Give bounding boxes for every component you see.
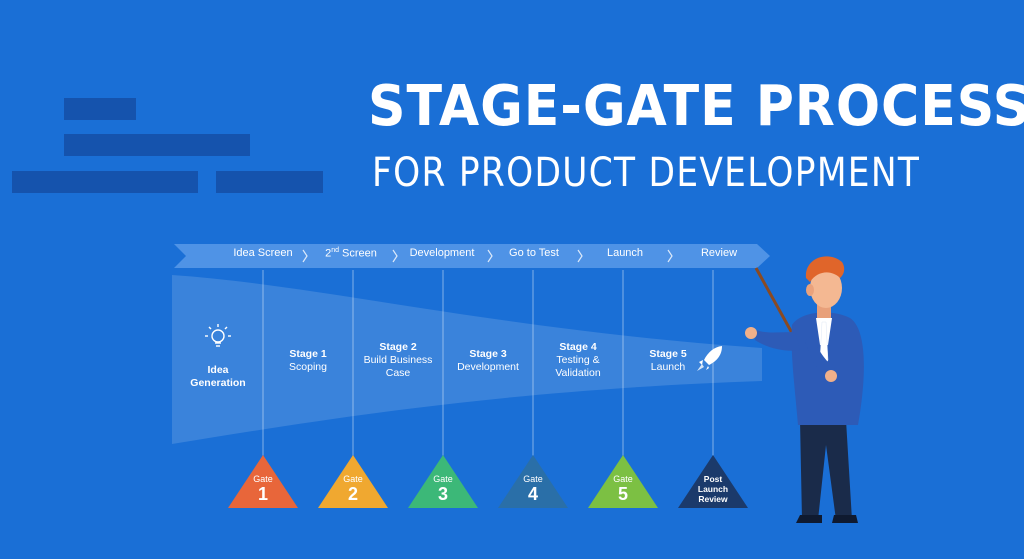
gate-1-word: Gate xyxy=(253,474,273,484)
stage-1: Stage 1 Scoping xyxy=(263,348,353,374)
step-2nd-screen: 2nd Screen xyxy=(306,247,396,260)
stage-2: Stage 2 Build Business Case xyxy=(353,341,443,380)
rocket-icon xyxy=(697,346,722,371)
decorative-bar-4 xyxy=(216,171,323,193)
stage-4-desc-2: Validation xyxy=(555,367,601,379)
gate-label-5: Gate 5 xyxy=(593,474,653,504)
stage-2-title: Stage 2 xyxy=(379,341,417,353)
stage-3-desc: Development xyxy=(457,361,519,373)
step-launch: Launch xyxy=(606,247,644,259)
stage-2-desc-1: Build Business xyxy=(363,354,433,366)
gate-label-4: Gate 4 xyxy=(503,474,563,504)
gate-triangle-review xyxy=(678,455,748,508)
step-review: Review xyxy=(700,247,738,259)
gate-3-number: 3 xyxy=(437,484,448,504)
review-gate-line1: Post xyxy=(703,474,723,484)
gate-triangle-2 xyxy=(318,455,388,508)
gate-triangle-1 xyxy=(228,455,298,508)
gate-label-1: Gate 1 xyxy=(233,474,293,504)
gate-5-number: 5 xyxy=(617,484,628,504)
stage-idea-line1: Idea xyxy=(207,364,229,376)
gate-2-number: 2 xyxy=(347,484,358,504)
gate-lines xyxy=(262,270,714,460)
decorative-bar-3 xyxy=(12,171,198,193)
stage-idea-line2: Generation xyxy=(190,377,246,389)
gate-4-number: 4 xyxy=(527,484,538,504)
stage-1-desc: Scoping xyxy=(289,361,327,373)
stage-5: Stage 5 Launch xyxy=(623,348,713,374)
stage-4: Stage 4 Testing & Validation xyxy=(533,341,623,380)
chevron-right-icon xyxy=(302,249,673,263)
review-gate-line3: Review xyxy=(698,494,728,504)
step-idea-screen: Idea Screen xyxy=(233,247,293,259)
presenter-illustration xyxy=(745,256,864,523)
stage-5-title: Stage 5 xyxy=(649,348,687,360)
stage-idea-generation: Idea Generation xyxy=(173,364,263,390)
gate-triangle-4 xyxy=(498,455,568,508)
stage-5-desc: Launch xyxy=(650,361,686,373)
page-subtitle: FOR PRODUCT DEVELOPMENT xyxy=(372,150,921,196)
stage-3: Stage 3 Development xyxy=(443,348,533,374)
stage-funnel xyxy=(172,275,762,444)
process-arrow-banner xyxy=(174,244,770,268)
stage-4-desc-1: Testing & xyxy=(556,354,600,366)
step-2nd-number: 2 xyxy=(325,247,332,260)
step-2nd-superscript: nd xyxy=(331,247,339,254)
stage-4-title: Stage 4 xyxy=(559,341,597,353)
stage-1-title: Stage 1 xyxy=(289,348,327,360)
decorative-bar-1 xyxy=(64,98,136,120)
stage-2-desc-2: Case xyxy=(385,367,411,379)
gate-5-word: Gate xyxy=(613,474,633,484)
gate-label-post-launch-review: Post Launch Review xyxy=(683,474,743,504)
review-gate-line2: Launch xyxy=(697,484,729,494)
gate-label-3: Gate 3 xyxy=(413,474,473,504)
page-title: STAGE-GATE PROCESS xyxy=(368,74,1024,139)
gate-label-2: Gate 2 xyxy=(323,474,383,504)
stage-3-title: Stage 3 xyxy=(469,348,507,360)
step-go-to-test: Go to Test xyxy=(509,247,559,259)
step-2nd-rest: Screen xyxy=(339,247,377,260)
gate-triangle-5 xyxy=(588,455,658,508)
decorative-bar-2 xyxy=(64,134,250,156)
step-development: Development xyxy=(409,247,475,259)
gate-4-word: Gate xyxy=(523,474,543,484)
gate-2-word: Gate xyxy=(343,474,363,484)
lightbulb-icon xyxy=(205,324,231,347)
gate-3-word: Gate xyxy=(433,474,453,484)
gate-triangle-3 xyxy=(408,455,478,508)
gate-1-number: 1 xyxy=(257,484,268,504)
